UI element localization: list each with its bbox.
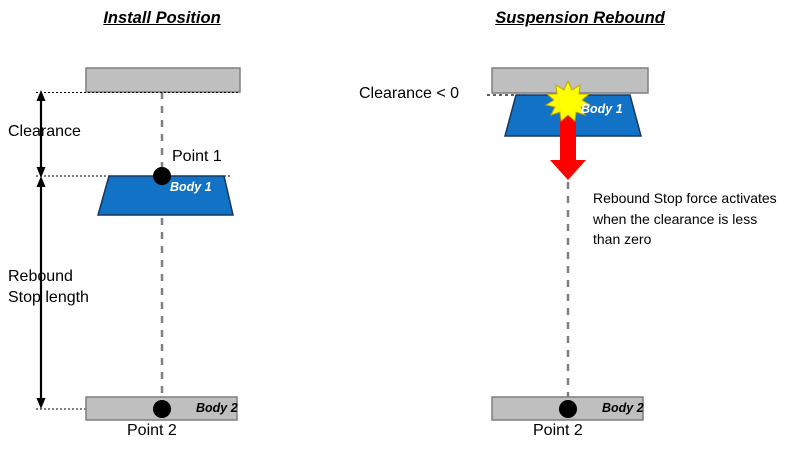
rebound-point2-node	[559, 400, 577, 418]
rebound-body1-label: Body 1	[581, 102, 623, 116]
clearance-dimension-arrow	[36, 90, 46, 178]
clearance-dimension-label: Clearance	[8, 123, 81, 140]
rebound-note-line3: than zero	[593, 231, 652, 247]
rebound-stop-length-label-line2: Stop length	[8, 289, 89, 306]
install-body1-shape	[97, 175, 234, 216]
install-body1-label: Body 1	[170, 180, 212, 194]
rebound-stop-length-dimension-arrow	[36, 176, 46, 409]
rebound-note-line1: Rebound Stop force activates	[593, 190, 777, 206]
install-point1-label: Point 1	[172, 148, 222, 165]
rebound-stop-length-label-line1: Rebound	[8, 268, 73, 285]
install-point2-label: Point 2	[127, 422, 177, 439]
rebound-body2-label: Body 2	[602, 401, 644, 415]
install-point1-node	[153, 167, 171, 185]
panel-title-suspension-rebound: Suspension Rebound	[495, 9, 665, 27]
rebound-point2-label: Point 2	[533, 422, 583, 439]
install-top-bar	[85, 67, 241, 93]
rebound-clearance-negative-label: Clearance < 0	[359, 85, 460, 102]
rebound-stop-length-dimension-label: Rebound Stop length	[8, 266, 89, 308]
rebound-stop-force-note: Rebound Stop force activates when the cl…	[593, 188, 777, 250]
install-point2-node	[153, 400, 171, 418]
impact-burst-icon	[544, 79, 592, 122]
install-body2-label: Body 2	[196, 401, 238, 415]
rebound-note-line2: when the clearance is less	[593, 210, 758, 227]
panel-title-install-position: Install Position	[103, 9, 221, 27]
